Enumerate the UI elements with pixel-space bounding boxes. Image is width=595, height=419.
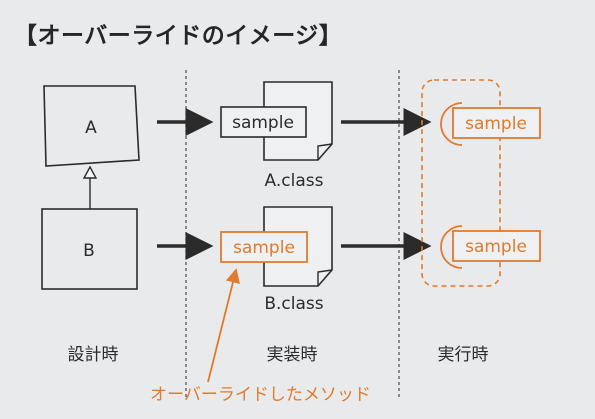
- inheritance-arrow: [82, 165, 98, 209]
- class-b-label: B: [83, 241, 95, 261]
- class-a-label: A: [85, 118, 97, 138]
- runtime-b-method-label: sample: [465, 237, 527, 257]
- a-class-file: sample A.class: [220, 81, 333, 191]
- a-class-filename: A.class: [265, 171, 324, 191]
- b-class-filename: B.class: [264, 294, 323, 314]
- b-method-label: sample: [233, 238, 295, 258]
- class-a-box: A: [43, 85, 140, 167]
- runtime-instance-b: sample: [440, 225, 541, 269]
- callout-label: オーバーライドしたメソッド: [150, 385, 371, 405]
- callout-arrow: [207, 268, 240, 383]
- phase-label-implementation: 実装時: [267, 345, 318, 365]
- diagram-title: 【オーバーライドのイメージ】: [14, 23, 343, 49]
- b-method-box: sample: [220, 231, 308, 263]
- class-b-box: B: [41, 208, 138, 290]
- phase-label-runtime: 実行時: [438, 345, 489, 365]
- a-method-label: sample: [232, 113, 294, 133]
- runtime-instance-a: sample: [440, 102, 541, 146]
- b-class-file: sample B.class: [220, 206, 333, 314]
- runtime-group: [421, 79, 501, 287]
- runtime-a-method-label: sample: [465, 114, 527, 134]
- phase-label-design: 設計時: [68, 345, 119, 365]
- a-method-box: sample: [220, 106, 307, 138]
